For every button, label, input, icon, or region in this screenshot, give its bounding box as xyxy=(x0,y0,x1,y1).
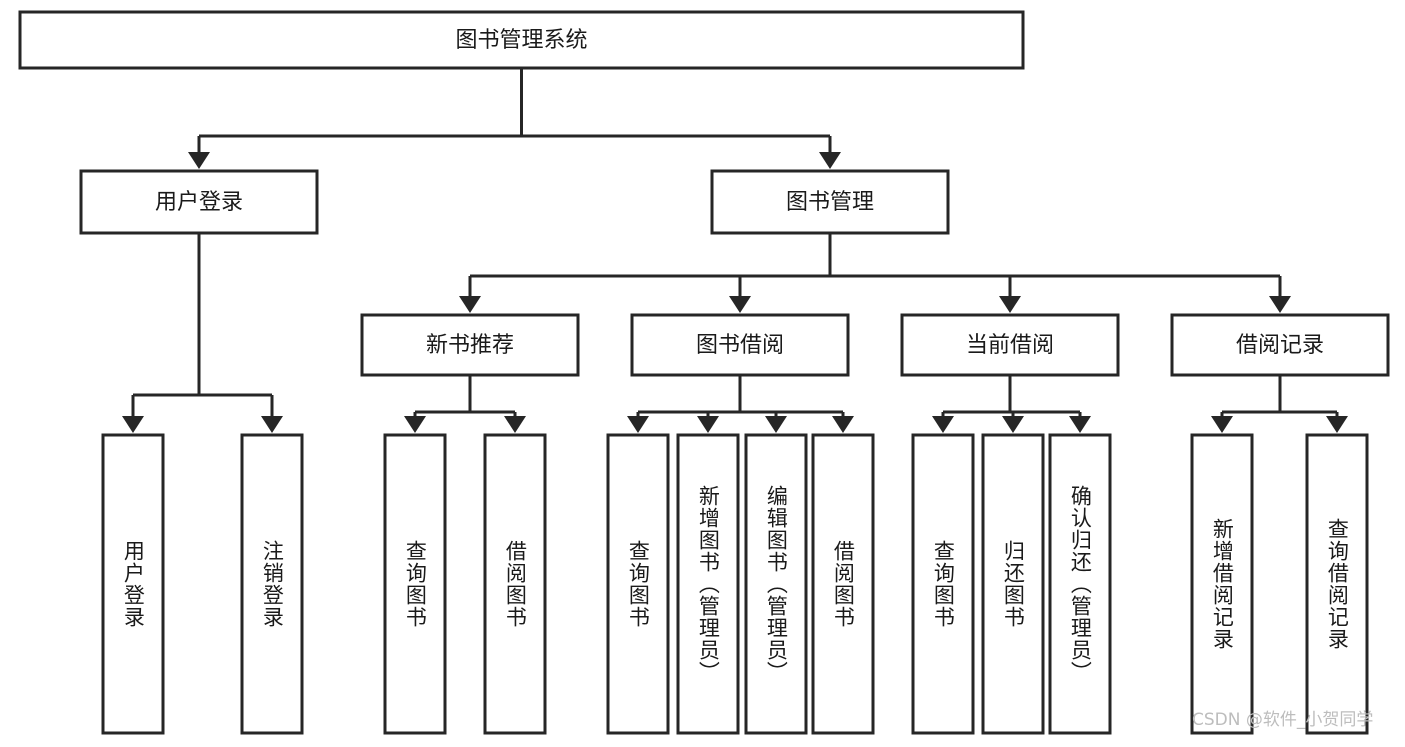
node-box-borrow-record[interactable] xyxy=(1170,313,1390,377)
node-boxes xyxy=(18,10,1390,735)
node-label-new-book-recommend: 新书推荐 xyxy=(426,333,514,358)
node-box-book-management[interactable] xyxy=(710,169,950,235)
node-box-new-book-recommend[interactable] xyxy=(360,313,580,377)
arrow-head-leaf-return-book xyxy=(1002,416,1024,433)
connector-edges xyxy=(122,68,1348,433)
node-box-leaf-logout[interactable] xyxy=(240,433,304,735)
arrow-head-leaf-query-book-current xyxy=(932,416,954,433)
arrow-head-leaf-logout xyxy=(261,416,283,433)
node-box-leaf-user-login[interactable] xyxy=(101,433,165,735)
arrow-head-leaf-user-login xyxy=(122,416,144,433)
arrow-head-leaf-query-book-rec xyxy=(404,416,426,433)
arrow-head-leaf-query-borrow-record xyxy=(1326,416,1348,433)
arrow-head-current-borrow xyxy=(999,296,1021,313)
arrow-head-leaf-query-book-borrow xyxy=(627,416,649,433)
arrow-head-leaf-add-borrow-record xyxy=(1211,416,1233,433)
node-box-leaf-query-book-current[interactable] xyxy=(911,433,975,735)
node-box-leaf-borrow-book[interactable] xyxy=(811,433,875,735)
arrow-head-borrow-record xyxy=(1269,296,1291,313)
node-label-borrow-record: 借阅记录 xyxy=(1236,333,1324,358)
arrow-head-book-management xyxy=(819,152,841,169)
node-label-book-borrow: 图书借阅 xyxy=(696,333,784,358)
node-box-leaf-query-book-borrow[interactable] xyxy=(606,433,670,735)
node-box-leaf-confirm-return-admin[interactable] xyxy=(1048,433,1112,735)
node-box-leaf-add-book-admin[interactable] xyxy=(676,433,740,735)
arrow-head-book-borrow xyxy=(729,296,751,313)
node-box-current-borrow[interactable] xyxy=(900,313,1120,377)
node-box-leaf-return-book[interactable] xyxy=(981,433,1045,735)
node-label-book-management: 图书管理 xyxy=(786,190,874,215)
node-box-book-borrow[interactable] xyxy=(630,313,850,377)
csdn-watermark: CSDN @软件_小贺同学 xyxy=(1192,710,1374,730)
arrow-head-new-book-recommend xyxy=(459,296,481,313)
arrow-head-leaf-borrow-book-rec xyxy=(504,416,526,433)
arrow-head-leaf-confirm-return-admin xyxy=(1069,416,1091,433)
node-box-leaf-borrow-book-rec[interactable] xyxy=(483,433,547,735)
arrow-head-leaf-edit-book-admin xyxy=(765,416,787,433)
node-label-user-login: 用户登录 xyxy=(155,190,243,215)
node-box-leaf-query-book-rec[interactable] xyxy=(383,433,447,735)
node-label-current-borrow: 当前借阅 xyxy=(966,333,1054,358)
arrow-head-leaf-add-book-admin xyxy=(697,416,719,433)
node-label-root: 图书管理系统 xyxy=(455,28,587,53)
node-box-leaf-edit-book-admin[interactable] xyxy=(744,433,808,735)
node-box-root[interactable] xyxy=(18,10,1025,70)
arrow-head-user-login xyxy=(188,152,210,169)
node-box-leaf-query-borrow-record[interactable] xyxy=(1305,433,1369,735)
node-box-leaf-add-borrow-record[interactable] xyxy=(1190,433,1254,735)
node-box-user-login[interactable] xyxy=(79,169,319,235)
arrow-head-leaf-borrow-book xyxy=(832,416,854,433)
